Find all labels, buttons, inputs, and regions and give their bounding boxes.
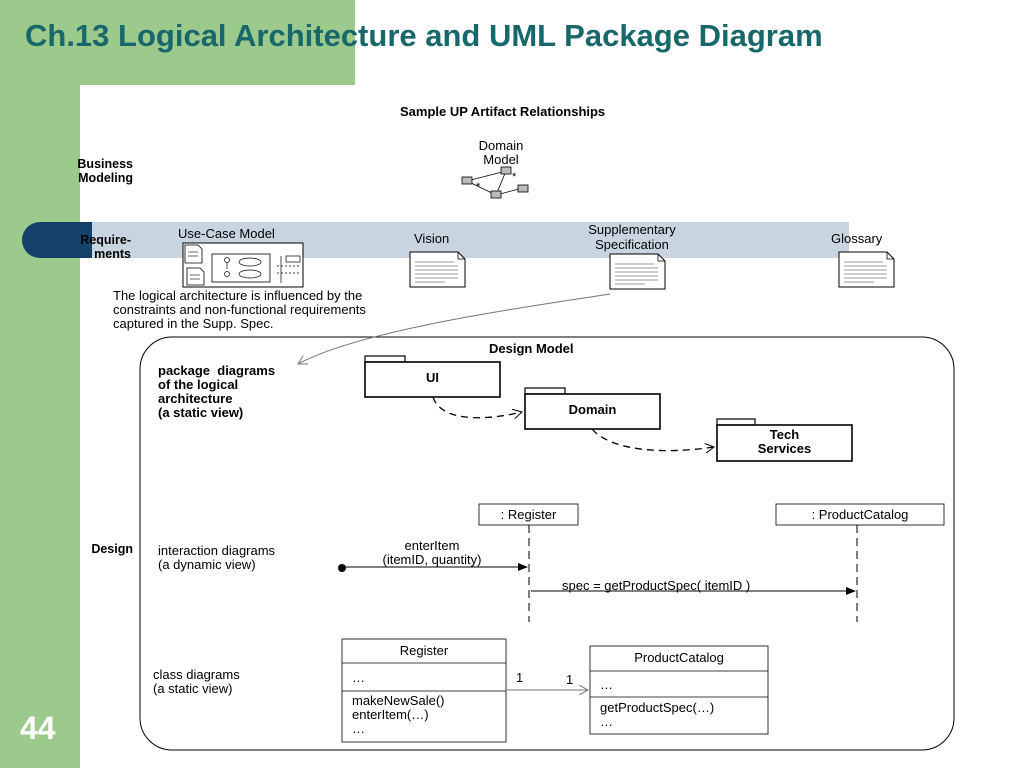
- class-diagrams-caption: class diagrams (a static view): [153, 667, 240, 696]
- message-getproductspec-label: spec = getProductSpec( itemID ): [562, 578, 751, 593]
- design-model-frame: [139, 336, 955, 751]
- influence-note: The logical architecture is influenced b…: [113, 288, 366, 331]
- glossary-document-icon: [838, 251, 895, 288]
- sidebar-band: [0, 0, 80, 768]
- use-case-model-label: Use-Case Model: [178, 226, 275, 241]
- domain-model-multiplicity: *: [512, 171, 517, 183]
- package-tech-services-label: Tech Services: [757, 427, 812, 456]
- vision-label: Vision: [414, 231, 450, 246]
- glossary-label: Glossary: [831, 231, 883, 246]
- slide-title: Ch.13 Logical Architecture and UML Packa…: [25, 18, 823, 53]
- design-model-title: Design Model: [489, 341, 574, 356]
- requirements-band-cap: [22, 222, 92, 258]
- dependency-ui-domain: [432, 396, 522, 418]
- found-message-start: [338, 564, 346, 572]
- class-productcatalog-shape: [589, 645, 769, 735]
- diagram-heading: Sample UP Artifact Relationships: [400, 104, 606, 119]
- association-multiplicity-left: 1: [516, 670, 524, 685]
- use-case-model-icon: [182, 242, 304, 288]
- domain-model-multiplicity: *: [476, 181, 481, 193]
- class-register-attributes: …: [352, 670, 365, 685]
- association-multiplicity-right: 1: [566, 672, 574, 687]
- dependency-domain-tech: [591, 428, 714, 451]
- lifeline-register-label: : Register: [500, 507, 557, 522]
- title-band: [0, 0, 355, 85]
- package-diagrams-caption: package diagrams of the logical architec…: [158, 363, 276, 420]
- package-ui-label: UI: [426, 370, 439, 385]
- row-label-business-modeling: Business Modeling: [77, 157, 133, 185]
- package-tech-services-shape: [716, 418, 853, 462]
- package-ui-shape: [364, 355, 501, 398]
- vision-document-icon: [409, 251, 466, 288]
- class-register-operations: makeNewSale() enterItem(…) …: [352, 693, 445, 736]
- message-enteritem-label: enterItem (itemID, quantity): [382, 538, 482, 567]
- interaction-diagrams-caption: interaction diagrams (a dynamic view): [158, 543, 276, 572]
- domain-model-label: Domain Model: [478, 138, 524, 167]
- row-label-design: Design: [91, 542, 133, 556]
- page-number: 44: [20, 710, 56, 746]
- class-productcatalog-name: ProductCatalog: [634, 650, 724, 665]
- package-domain-label: Domain: [568, 402, 617, 417]
- row-label-requirements: Require- ments: [80, 233, 131, 261]
- lifeline-productcatalog-label: : ProductCatalog: [811, 507, 909, 522]
- domain-model-icon: [461, 166, 529, 199]
- class-productcatalog-operations: getProductSpec(…) …: [600, 700, 715, 729]
- class-register-name: Register: [399, 643, 449, 658]
- supplementary-spec-label: Supplementary Specification: [588, 222, 676, 252]
- package-domain-shape: [524, 387, 661, 430]
- lifeline-productcatalog-box: [775, 503, 945, 526]
- class-productcatalog-attributes: …: [600, 677, 613, 692]
- supplementary-spec-document-icon: [609, 253, 666, 290]
- influence-arrow: [298, 293, 611, 364]
